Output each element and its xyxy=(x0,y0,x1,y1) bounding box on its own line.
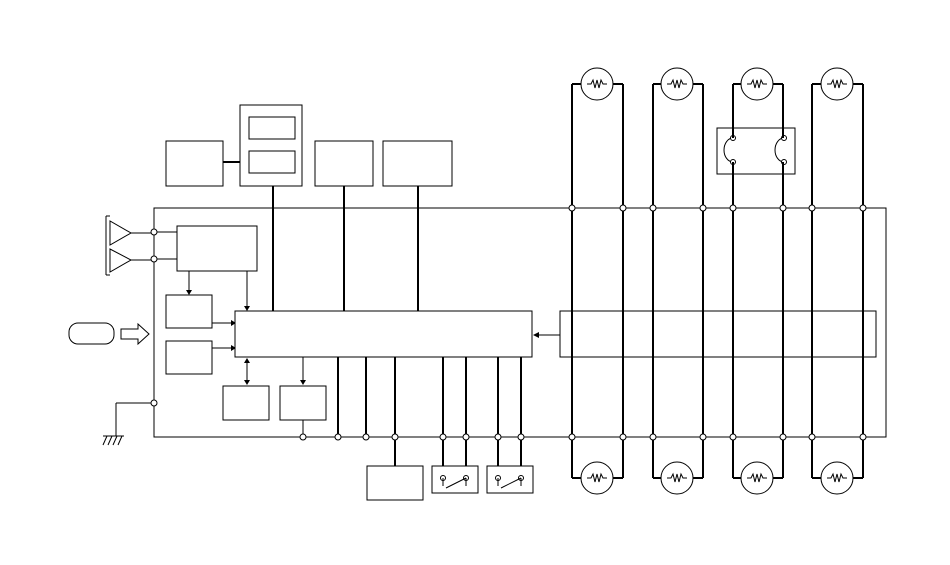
lamp-icon xyxy=(820,67,854,101)
rail-node xyxy=(808,204,816,212)
rail-node xyxy=(729,204,737,212)
receiver-box xyxy=(176,225,258,272)
bottom-box xyxy=(366,465,424,501)
lamp-icon xyxy=(820,461,854,495)
input-pill xyxy=(68,322,115,345)
output-node xyxy=(439,433,447,441)
driver-box xyxy=(559,310,877,358)
rail-node xyxy=(779,433,787,441)
output-node xyxy=(299,433,307,441)
arrow-right-icon xyxy=(231,345,236,351)
node-layer xyxy=(299,204,867,441)
arrow-down-icon xyxy=(244,380,250,385)
output-node xyxy=(334,433,342,441)
top-box-4 xyxy=(382,140,453,187)
top-box-group-upper xyxy=(248,116,296,140)
input-box-b xyxy=(165,340,213,375)
rail-node xyxy=(859,204,867,212)
lamp-icon xyxy=(660,461,694,495)
top-box-1 xyxy=(165,140,224,187)
output-node xyxy=(517,433,525,441)
lamp-icon xyxy=(580,67,614,101)
switch-icon xyxy=(486,465,534,494)
switch-icon xyxy=(431,465,479,494)
rail-node xyxy=(729,433,737,441)
rail-node xyxy=(649,433,657,441)
rail-node xyxy=(779,204,787,212)
output-box-a xyxy=(222,385,270,421)
ground-node xyxy=(150,399,158,407)
rail-node xyxy=(568,433,576,441)
lamp-icon xyxy=(740,67,774,101)
rail-node xyxy=(619,204,627,212)
output-node xyxy=(494,433,502,441)
antenna-node-2 xyxy=(150,255,158,263)
lamp-layer xyxy=(571,67,864,495)
top-box-group-lower xyxy=(248,150,296,174)
output-box-b xyxy=(279,385,327,421)
rail-node xyxy=(699,204,707,212)
rail-node xyxy=(808,433,816,441)
arrow-up-icon xyxy=(244,358,250,363)
arrow-down-icon xyxy=(244,306,250,311)
arrow-down-icon xyxy=(186,290,192,295)
antenna-node-1 xyxy=(150,228,158,236)
lamp-icon xyxy=(580,461,614,495)
arrow-down-icon xyxy=(300,380,306,385)
rail-node xyxy=(649,204,657,212)
hollow-arrow-icon xyxy=(120,322,150,346)
arrow-left-icon xyxy=(533,332,539,338)
lamp-icon xyxy=(660,67,694,101)
rail-node xyxy=(619,433,627,441)
top-box-3 xyxy=(314,140,374,187)
controller-box xyxy=(234,310,533,358)
arrow-right-icon xyxy=(231,320,236,326)
rail-node xyxy=(699,433,707,441)
rail-node xyxy=(859,433,867,441)
rail-node xyxy=(568,204,576,212)
output-node xyxy=(462,433,470,441)
output-node xyxy=(362,433,370,441)
ground-icon xyxy=(102,402,154,446)
antenna-icon xyxy=(105,215,154,276)
output-node xyxy=(391,433,399,441)
lamp-icon xyxy=(740,461,774,495)
input-box-a xyxy=(165,294,213,329)
